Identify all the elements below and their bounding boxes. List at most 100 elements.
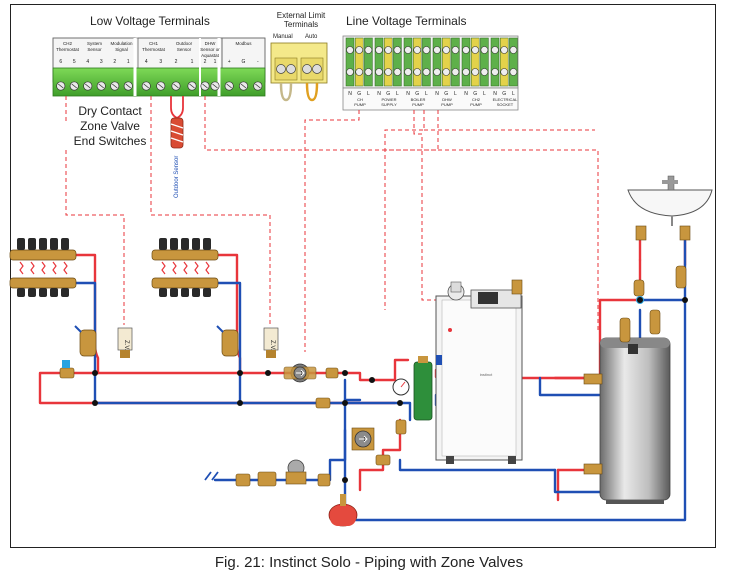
lv-terminal-number: 5 [72, 59, 76, 65]
dhw-valves [583, 265, 687, 475]
lv-terminal-body [480, 37, 489, 87]
lv-terminal-body [499, 37, 509, 87]
screw-icon [471, 46, 480, 54]
signal-wires [65, 96, 599, 352]
dry-contact-line-1: Dry Contact [78, 104, 142, 118]
screw-icon [355, 46, 364, 54]
zone-valve-1 [117, 327, 133, 358]
screw-icon [404, 46, 412, 54]
lv-block-title-line: Outdoor [175, 41, 193, 46]
screw-icon [442, 46, 451, 54]
expansion-tank [328, 494, 358, 527]
lv-terminal-body [451, 37, 460, 87]
lv-terminal-body [490, 37, 500, 87]
lv-terminal-body [354, 37, 364, 87]
lv-terminal-number: 1 [213, 59, 217, 65]
screw-icon [433, 46, 441, 54]
manifold-left [9, 238, 77, 297]
lv-terminal-letter: G [357, 91, 361, 97]
lv-block-title-line: Signal [115, 47, 128, 52]
lv-terminal-body [412, 37, 422, 87]
lv-terminal-number: 2 [174, 59, 178, 65]
zone-valve-1-label: Z.V. [123, 340, 129, 351]
lv-terminal-number: 1 [126, 59, 130, 65]
lv-terminal-number: 3 [99, 59, 103, 65]
supply-piping [18, 238, 687, 502]
screw-icon [413, 46, 422, 54]
lv-terminal-letter: N [464, 91, 468, 97]
lv-terminal-number: - [256, 59, 259, 65]
auto-label: Auto [305, 34, 318, 40]
lv-block-title-line: CH1 [148, 41, 158, 46]
lv-terminal-letter: L [425, 91, 428, 97]
lv-block-title-line: Aquastat [201, 53, 219, 58]
lv-terminal-body [345, 37, 355, 87]
lv-terminal-letter: N [493, 91, 497, 97]
lv-terminal-body [422, 37, 431, 87]
screw-slot [212, 83, 218, 89]
lv-terminal-letter: G [444, 91, 448, 97]
makeup-water-line [204, 459, 331, 487]
dhw-tank [599, 337, 671, 504]
line-voltage-block-title-line: DHW [442, 97, 452, 102]
external-limit-heading-line-1: External Limit [276, 11, 326, 20]
lv-terminal-number: 4 [86, 59, 90, 65]
screw-slot [125, 83, 131, 89]
lv-block-title-line: Sensor or [200, 47, 220, 52]
lv-terminal-number: 6 [59, 59, 63, 65]
screw-icon [462, 68, 470, 76]
lv-terminal-body [509, 37, 518, 87]
lv-block-title-line: Sensor [176, 47, 192, 52]
lv-terminal-body [432, 37, 442, 87]
external-limit-terminals [270, 42, 328, 102]
lv-terminal-letter: L [512, 91, 515, 97]
dry-contact-label: Dry Contact Zone Valve End Switches [64, 104, 156, 149]
lv-terminal-body [393, 37, 402, 87]
lv-terminal-body [461, 37, 471, 87]
lv-terminal-number: 1 [190, 59, 194, 65]
lv-terminal-letter: L [396, 91, 399, 97]
screw-slot [85, 83, 91, 89]
lv-terminal-letter: G [502, 91, 506, 97]
low-voltage-heading: Low Voltage Terminals [90, 14, 210, 28]
manifold-right [151, 238, 219, 297]
screw-icon [384, 68, 393, 76]
figure-caption: Fig. 21: Instinct Solo - Piping with Zon… [214, 554, 524, 571]
screw-icon [451, 46, 460, 54]
screw-icon [451, 68, 460, 76]
line-voltage-block-title-line: PUMP [354, 102, 366, 107]
screw-icon [500, 68, 509, 76]
screw-slot [71, 83, 77, 89]
lv-terminal-letter: N [406, 91, 410, 97]
line-voltage-block-title-line: SOCKET [496, 102, 514, 107]
screw-icon [364, 46, 373, 54]
lv-terminal-number: 2 [203, 59, 207, 65]
screw-icon [500, 46, 509, 54]
screw-icon [393, 68, 402, 76]
screw-slot [173, 83, 179, 89]
screw-icon [404, 68, 412, 76]
screw-icon [375, 68, 383, 76]
screw-icon [471, 68, 480, 76]
lv-terminal-number: + [227, 59, 231, 65]
lv-terminal-letter: G [386, 91, 390, 97]
lv-block-title-line: Thermostat [142, 47, 165, 52]
screw-icon [509, 46, 518, 54]
screw-slot [143, 83, 149, 89]
screw-icon [433, 68, 441, 76]
lv-block-title-line: Sensor [87, 47, 102, 52]
screw-icon [442, 68, 451, 76]
line-voltage-block-title-line: SUPPLY [381, 102, 397, 107]
line-voltage-block-title-line: CH [357, 97, 363, 102]
screw-icon [480, 46, 489, 54]
lv-block-title-line: Modbus [235, 41, 252, 46]
screw-slot [226, 83, 232, 89]
lv-block-title: Modbus [222, 41, 265, 47]
